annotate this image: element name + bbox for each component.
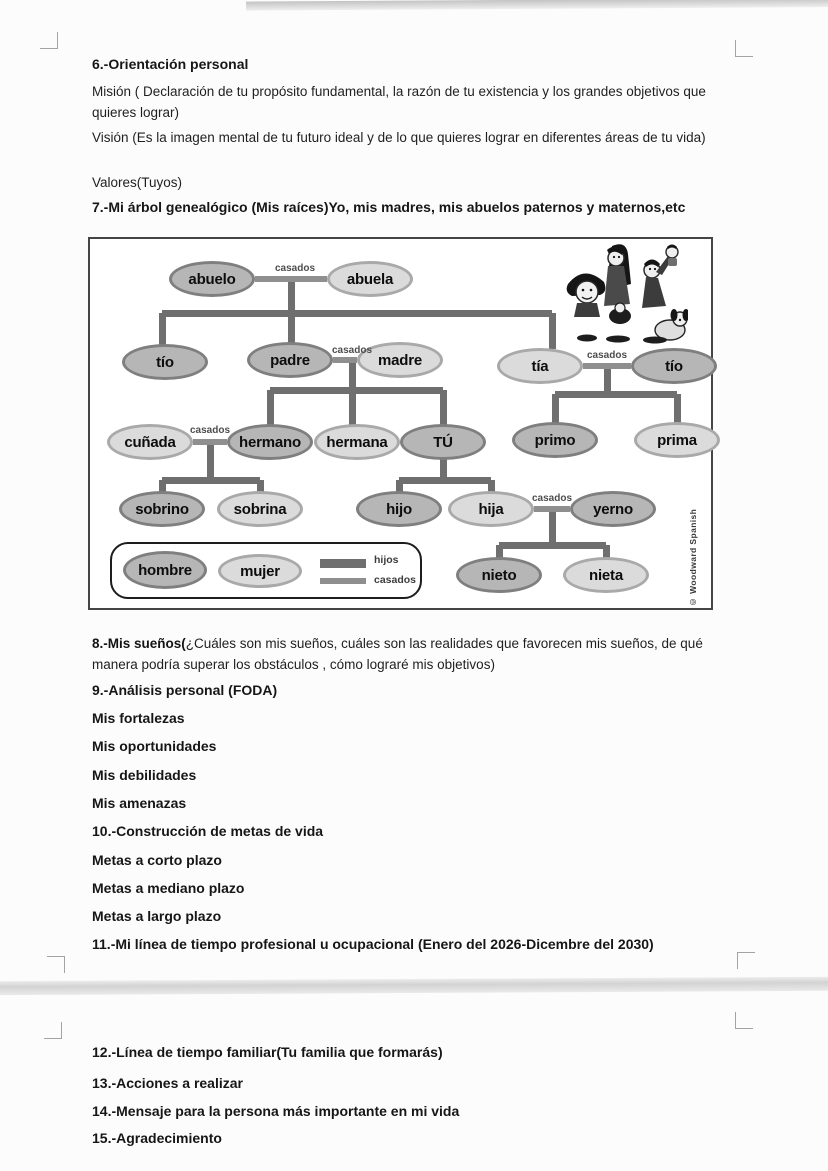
heading-orientacion-personal: 6.-Orientación personal	[92, 56, 249, 72]
married-label: casados	[189, 425, 231, 436]
tree-line-children	[495, 545, 503, 558]
tree-node-sobrino: sobrino	[119, 491, 205, 527]
heading-linea-tiempo-profesional: 11.-Mi línea de tiempo profesional u ocu…	[92, 936, 654, 952]
tree-line-children	[551, 394, 559, 423]
tree-node-abuelo: abuelo	[169, 261, 255, 297]
line-mis-debilidades: Mis debilidades	[92, 767, 197, 783]
mis-suenos-bold: 8.-Mis sueños(	[92, 636, 186, 651]
tree-line-married	[583, 363, 631, 369]
family-tree-diagram: abuelo abuela tío padre madre tía tío cuñada her…	[88, 237, 720, 610]
margin-corner-mark	[40, 32, 58, 49]
tree-node-hermana: hermana	[314, 424, 400, 460]
heading-mensaje: 14.-Mensaje para la persona más importan…	[92, 1103, 460, 1119]
heading-arbol-genealogico: 7.-Mi árbol genealógico (Mis raíces)Yo, …	[92, 199, 686, 215]
tree-node-hermano: hermano	[227, 424, 313, 460]
tree-line-married	[255, 276, 327, 282]
tree-line-children	[270, 386, 443, 394]
watermark-woodward-spanish: © Woodward Spanish	[688, 508, 698, 607]
tree-line-children	[256, 480, 264, 492]
tree-node-hija: hija	[448, 491, 534, 527]
tree-node-primo: primo	[512, 422, 598, 458]
line-mis-amenazas: Mis amenazas	[92, 795, 187, 811]
tree-line-children	[439, 390, 447, 425]
legend-casados-label: casados	[374, 574, 417, 586]
page-break-band	[0, 976, 828, 996]
heading-metas-de-vida: 10.-Construcción de metas de vida	[92, 823, 324, 839]
tree-line-children	[287, 279, 295, 343]
margin-corner-mark	[47, 956, 65, 973]
legend-hijos-label: hijos	[374, 554, 399, 566]
tree-line-children	[555, 390, 677, 398]
tree-node-to: tío	[122, 344, 208, 380]
heading-acciones: 13.-Acciones a realizar	[92, 1075, 243, 1091]
tree-line-children	[548, 509, 556, 546]
heading-agradecimiento: 15.-Agradecimiento	[92, 1130, 222, 1146]
margin-corner-mark	[737, 952, 755, 969]
tree-node-madre: madre	[357, 342, 443, 378]
legend-hombre: hombre	[123, 551, 207, 589]
line-mis-oportunidades: Mis oportunidades	[92, 738, 217, 754]
tree-line-children	[206, 442, 214, 481]
margin-corner-mark	[735, 1012, 753, 1029]
line-metas-largo: Metas a largo plazo	[92, 908, 222, 924]
tree-line-married	[333, 357, 357, 363]
scan-top-band	[246, 0, 828, 11]
legend-mujer: mujer	[218, 554, 302, 588]
tree-node-abuela: abuela	[327, 261, 413, 297]
married-label: casados	[531, 493, 573, 504]
tree-line-children	[487, 480, 495, 492]
tree-line-children	[348, 360, 356, 427]
heading-linea-tiempo-familiar: 12.-Línea de tiempo familiar(Tu familia …	[92, 1044, 443, 1060]
tree-node-ta: tía	[497, 348, 583, 384]
legend-casados-line	[320, 578, 366, 584]
legend-hijos-line	[320, 559, 366, 568]
line-mis-fortalezas: Mis fortalezas	[92, 710, 185, 726]
margin-corner-mark	[735, 40, 753, 57]
tree-line-married	[193, 439, 227, 445]
tree-node-prima: prima	[634, 422, 720, 458]
tree-line-children	[548, 313, 556, 349]
paragraph-valores: Valores(Tuyos)	[92, 175, 183, 190]
tree-node-padre: padre	[247, 342, 333, 378]
tree-node-cuada: cuñada	[107, 424, 193, 460]
paragraph-mision: Misión ( Declaración de tu propósito fun…	[92, 84, 706, 120]
paragraph-vision: Visión (Es la imagen mental de tu futuro…	[92, 130, 706, 145]
tree-node-tú: TÚ	[400, 424, 486, 460]
tree-line-children	[602, 545, 610, 558]
married-label: casados	[331, 345, 373, 356]
tree-node-to: tío	[631, 348, 717, 384]
married-label: casados	[586, 350, 628, 361]
tree-line-children	[162, 309, 552, 317]
tree-line-married	[534, 506, 570, 512]
family-cartoon	[566, 244, 688, 344]
tree-line-children	[158, 480, 166, 492]
paragraph-mis-suenos: 8.-Mis sueños(¿Cuáles son mis sueños, cu…	[92, 633, 752, 675]
margin-corner-mark	[44, 1022, 62, 1039]
tree-line-children	[158, 313, 166, 345]
married-label: casados	[274, 263, 316, 274]
tree-line-children	[603, 366, 611, 395]
line-metas-corto: Metas a corto plazo	[92, 852, 222, 868]
tree-line-children	[395, 480, 403, 492]
heading-analisis-foda: 9.-Análisis personal (FODA)	[92, 682, 278, 698]
tree-node-yerno: yerno	[570, 491, 656, 527]
tree-line-children	[266, 390, 274, 425]
tree-node-sobrina: sobrina	[217, 491, 303, 527]
tree-line-children	[439, 458, 447, 481]
tree-node-nieto: nieto	[456, 557, 542, 593]
line-metas-mediano: Metas a mediano plazo	[92, 880, 245, 896]
mis-suenos-rest: ¿Cuáles son mis sueños, cuáles son las r…	[92, 636, 703, 672]
tree-legend: hombre mujer hijos casados	[110, 542, 422, 599]
tree-node-hijo: hijo	[356, 491, 442, 527]
tree-node-nieta: nieta	[563, 557, 649, 593]
tree-line-children	[673, 394, 681, 423]
